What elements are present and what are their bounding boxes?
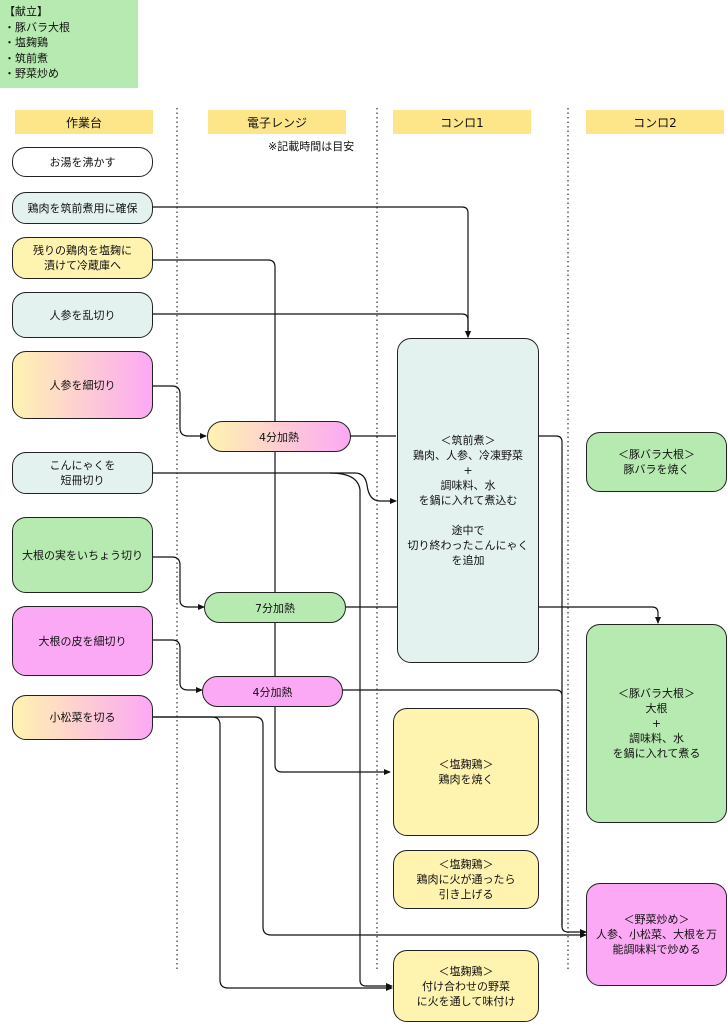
- menu-item: ・筑前煮: [4, 51, 48, 65]
- step-label: こんにゃくを: [49, 459, 116, 472]
- step-label: +: [651, 717, 662, 730]
- microwave-step-1: 4分加熱: [207, 421, 351, 452]
- step-daikon-skin: 大根の皮を細切り: [12, 606, 153, 676]
- arrow-konjac-to-shio3: [329, 472, 393, 989]
- step-label: 7分加熱: [255, 601, 295, 615]
- arrow-komatsuna-to-yasai: [152, 716, 587, 938]
- step-label: を鍋に入れて煮込む: [418, 494, 518, 507]
- step-label: ＜塩麹鶏＞: [438, 758, 494, 771]
- arrow-konjac-to-chikuzen: [152, 472, 397, 504]
- lane-header-stove2: コンロ2: [586, 110, 724, 134]
- step-label: 人参を細切り: [49, 378, 116, 392]
- step-label: 人参、小松菜、大根を万: [596, 928, 717, 941]
- menu-title: 【献立】: [4, 5, 48, 18]
- step-label: ＜野菜炒め＞: [623, 913, 690, 926]
- step-label: ＜豚バラ大根＞: [618, 448, 695, 461]
- step-label: 付け合わせの野菜: [421, 979, 510, 993]
- stove1-chikuzen: ＜筑前煮＞ 鶏肉、人参、冷凍野菜 + 調味料、水 を鍋に入れて煮込む 途中で 切…: [397, 338, 539, 663]
- arrow-reserve-to-chikuzen: [152, 206, 471, 338]
- step-label: 鶏肉、人参、冷凍野菜: [413, 449, 523, 462]
- step-label: を追加: [451, 554, 485, 567]
- step-label: 豚バラを焼く: [623, 463, 690, 476]
- step-label: 大根: [645, 702, 668, 715]
- step-carrot-chunk: 人参を乱切り: [12, 292, 153, 338]
- stove2-yasai: ＜野菜炒め＞ 人参、小松菜、大根を万 能調味料で炒める: [586, 883, 727, 986]
- lane-header-microwave: 電子レンジ: [208, 110, 346, 134]
- step-label: +: [463, 464, 473, 477]
- menu-item: ・塩麹鶏: [4, 36, 48, 49]
- stove1-shio-veg: ＜塩麹鶏＞ 付け合わせの野菜 に火を通して味付け: [393, 950, 539, 1022]
- step-label: 途中で: [451, 524, 485, 537]
- stove1-shio-remove: ＜塩麹鶏＞ 鶏肉に火が通ったら 引き上げる: [393, 850, 539, 909]
- step-komatsuna: 小松菜を切る: [12, 695, 153, 740]
- stove2-buta-fry: ＜豚バラ大根＞ 豚バラを焼く: [586, 432, 727, 492]
- step-label: を鍋に入れて煮る: [612, 747, 701, 760]
- step-boil-water: お湯を沸かす: [12, 147, 153, 177]
- step-label: 能調味料で炒める: [612, 943, 701, 956]
- step-label: 大根の皮を細切り: [38, 634, 127, 648]
- microwave-step-2: 7分加熱: [204, 592, 346, 623]
- arrow-skin-to-mw3: [152, 639, 203, 693]
- step-label: ＜塩麹鶏＞: [438, 964, 494, 978]
- step-label: 4分加熱: [252, 685, 293, 699]
- lane-header-stove1: コンロ1: [393, 110, 531, 134]
- step-label: 大根の実をいちょう切り: [22, 548, 143, 562]
- stove2-buta-simmer: ＜豚バラ大根＞ 大根 + 調味料、水 を鍋に入れて煮る: [586, 624, 727, 823]
- step-label: 調味料、水: [628, 732, 684, 745]
- step-label: ＜豚バラ大根＞: [617, 687, 695, 700]
- step-label: 鶏肉を筑前煮用に確保: [27, 201, 138, 215]
- arrow-carrot-thin-to-mw1: [152, 385, 207, 439]
- step-daikon-body: 大根の実をいちょう切り: [12, 517, 153, 593]
- step-label: 4分加熱: [259, 430, 299, 444]
- stove1-shio-fry: ＜塩麹鶏＞ 鶏肉を焼く: [393, 708, 539, 836]
- arrow-carrot-to-chikuzen: [152, 313, 471, 338]
- arrow-chikuzen-to-yasai: [538, 435, 587, 935]
- step-reserve-chicken: 鶏肉を筑前煮用に確保: [12, 192, 153, 224]
- arrow-marinate-to-shio1: [152, 259, 391, 775]
- step-label: 調味料、水: [440, 479, 496, 492]
- step-label: 短冊切り: [60, 474, 105, 487]
- menu-list: 【献立】 ・豚バラ大根 ・塩麹鶏 ・筑前煮 ・野菜炒め: [0, 0, 138, 88]
- step-label: 切り終わったこんにゃく: [407, 539, 529, 552]
- arrow-daikon-to-mw2: [152, 556, 205, 610]
- step-konjac-cut: こんにゃくを 短冊切り: [12, 452, 153, 494]
- step-label: 人参を乱切り: [49, 308, 116, 322]
- menu-item: ・野菜炒め: [4, 67, 59, 80]
- lane-header-workbench: 作業台: [15, 110, 153, 134]
- step-label: お湯を沸かす: [49, 155, 116, 169]
- arrow-komatsuna-to-shio3: [152, 716, 393, 991]
- step-label: ＜塩麹鶏＞: [438, 858, 494, 871]
- step-label: に火を通して味付け: [416, 994, 516, 1008]
- time-note: ※記載時間は目安: [268, 140, 355, 153]
- step-label: 小松菜を切る: [49, 711, 116, 724]
- step-marinate-chicken: 残りの鶏肉を塩麹に 漬けて冷蔵庫へ: [12, 237, 153, 279]
- menu-item: ・豚バラ大根: [4, 20, 70, 34]
- arrow-mw3-to-yasai: [342, 689, 563, 925]
- spacer: [408, 508, 529, 523]
- step-label: 漬けて冷蔵庫へ: [44, 259, 121, 272]
- microwave-step-3: 4分加熱: [202, 676, 343, 707]
- step-label: 鶏肉を焼く: [438, 773, 494, 786]
- step-label: 鶏肉に火が通ったら: [416, 873, 516, 886]
- arrow-mw2-to-buta2: [345, 606, 661, 624]
- step-label: ＜筑前煮＞: [440, 434, 496, 447]
- step-carrot-thin: 人参を細切り: [12, 351, 153, 419]
- step-label: 残りの鶏肉を塩麹に: [33, 244, 132, 257]
- step-label: 引き上げる: [438, 888, 494, 901]
